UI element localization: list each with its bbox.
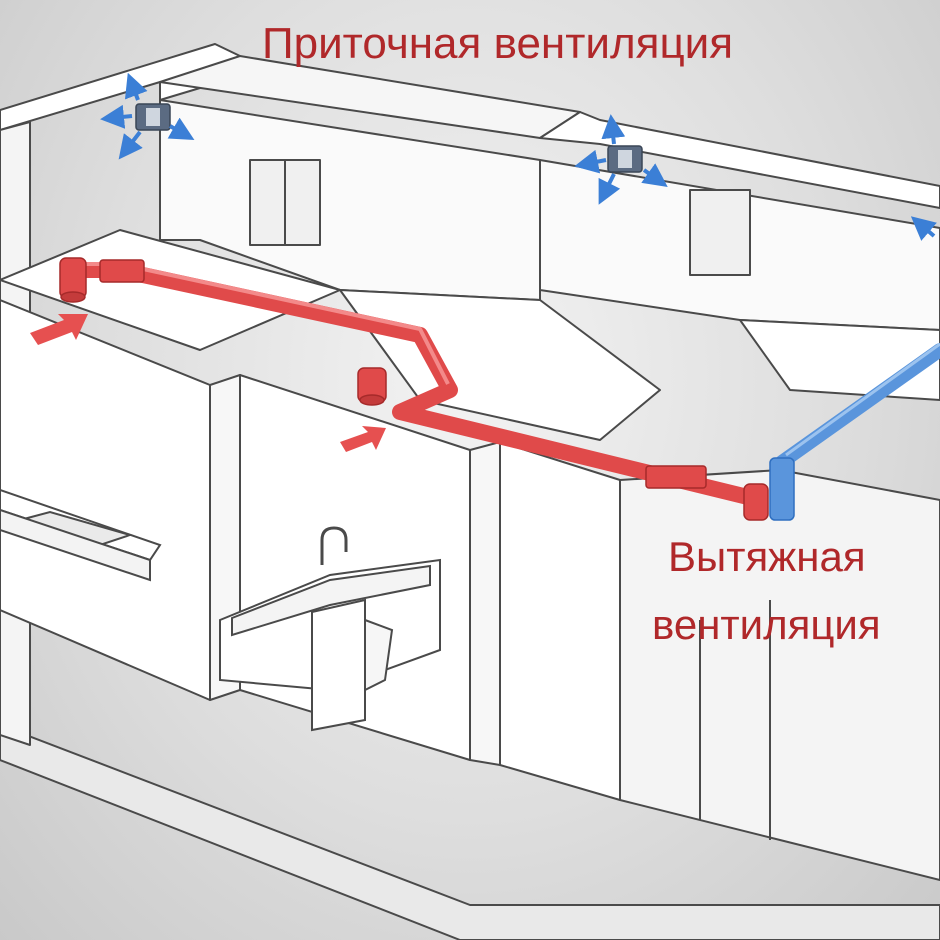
blue-air-arrow-icon [910,216,937,241]
diffuser-face [146,108,160,126]
partition-right-room [499,441,621,801]
red-intake-arrow-icon [30,314,88,345]
floor-slab-front [0,724,940,940]
counter-front [0,508,151,582]
toilet-bowl [364,618,394,692]
supply-duct [769,342,940,521]
supply-ventilation-label: Приточная вентиляция [262,19,734,68]
blue-air-arrow-icon [574,114,668,205]
exhaust-riser [743,483,769,521]
exhaust-grille-left [60,291,86,303]
supply-duct-highlight [785,342,940,457]
exhaust-coupler-right [645,465,707,489]
diffuser-right-edge [910,216,937,241]
kitchen-counter [0,488,162,582]
exhaust-duct-highlight [72,262,450,385]
exhaust-ventilation-label-line1: Вытяжная [668,533,866,580]
diffuser-center [574,114,668,205]
intake-arrows [30,314,386,452]
building-shell [0,43,940,940]
back-wall-right [539,111,940,209]
window-right [689,189,751,276]
bathroom-fixtures [219,526,441,732]
diffuser-face [618,150,632,168]
exhaust-grille-bath [359,394,385,406]
supply-riser [769,457,795,521]
red-intake-arrow-icon [340,426,386,452]
partition-bath-right [469,441,501,766]
bath-faucet [320,526,348,565]
supply-duct-run [775,343,940,469]
exhaust-coupler-left [99,259,145,283]
exhaust-duct [59,257,769,521]
upper-ledge-right [739,319,940,401]
blue-air-arrow-icon [100,72,195,160]
exhaust-ventilation-label-line2: вентиляция [652,601,881,648]
partition-far-right [619,469,940,881]
toilet-tank [311,598,366,732]
diffuser-left [100,72,195,160]
upper-ledge-center [339,289,661,441]
bathtub-rim [231,564,431,637]
